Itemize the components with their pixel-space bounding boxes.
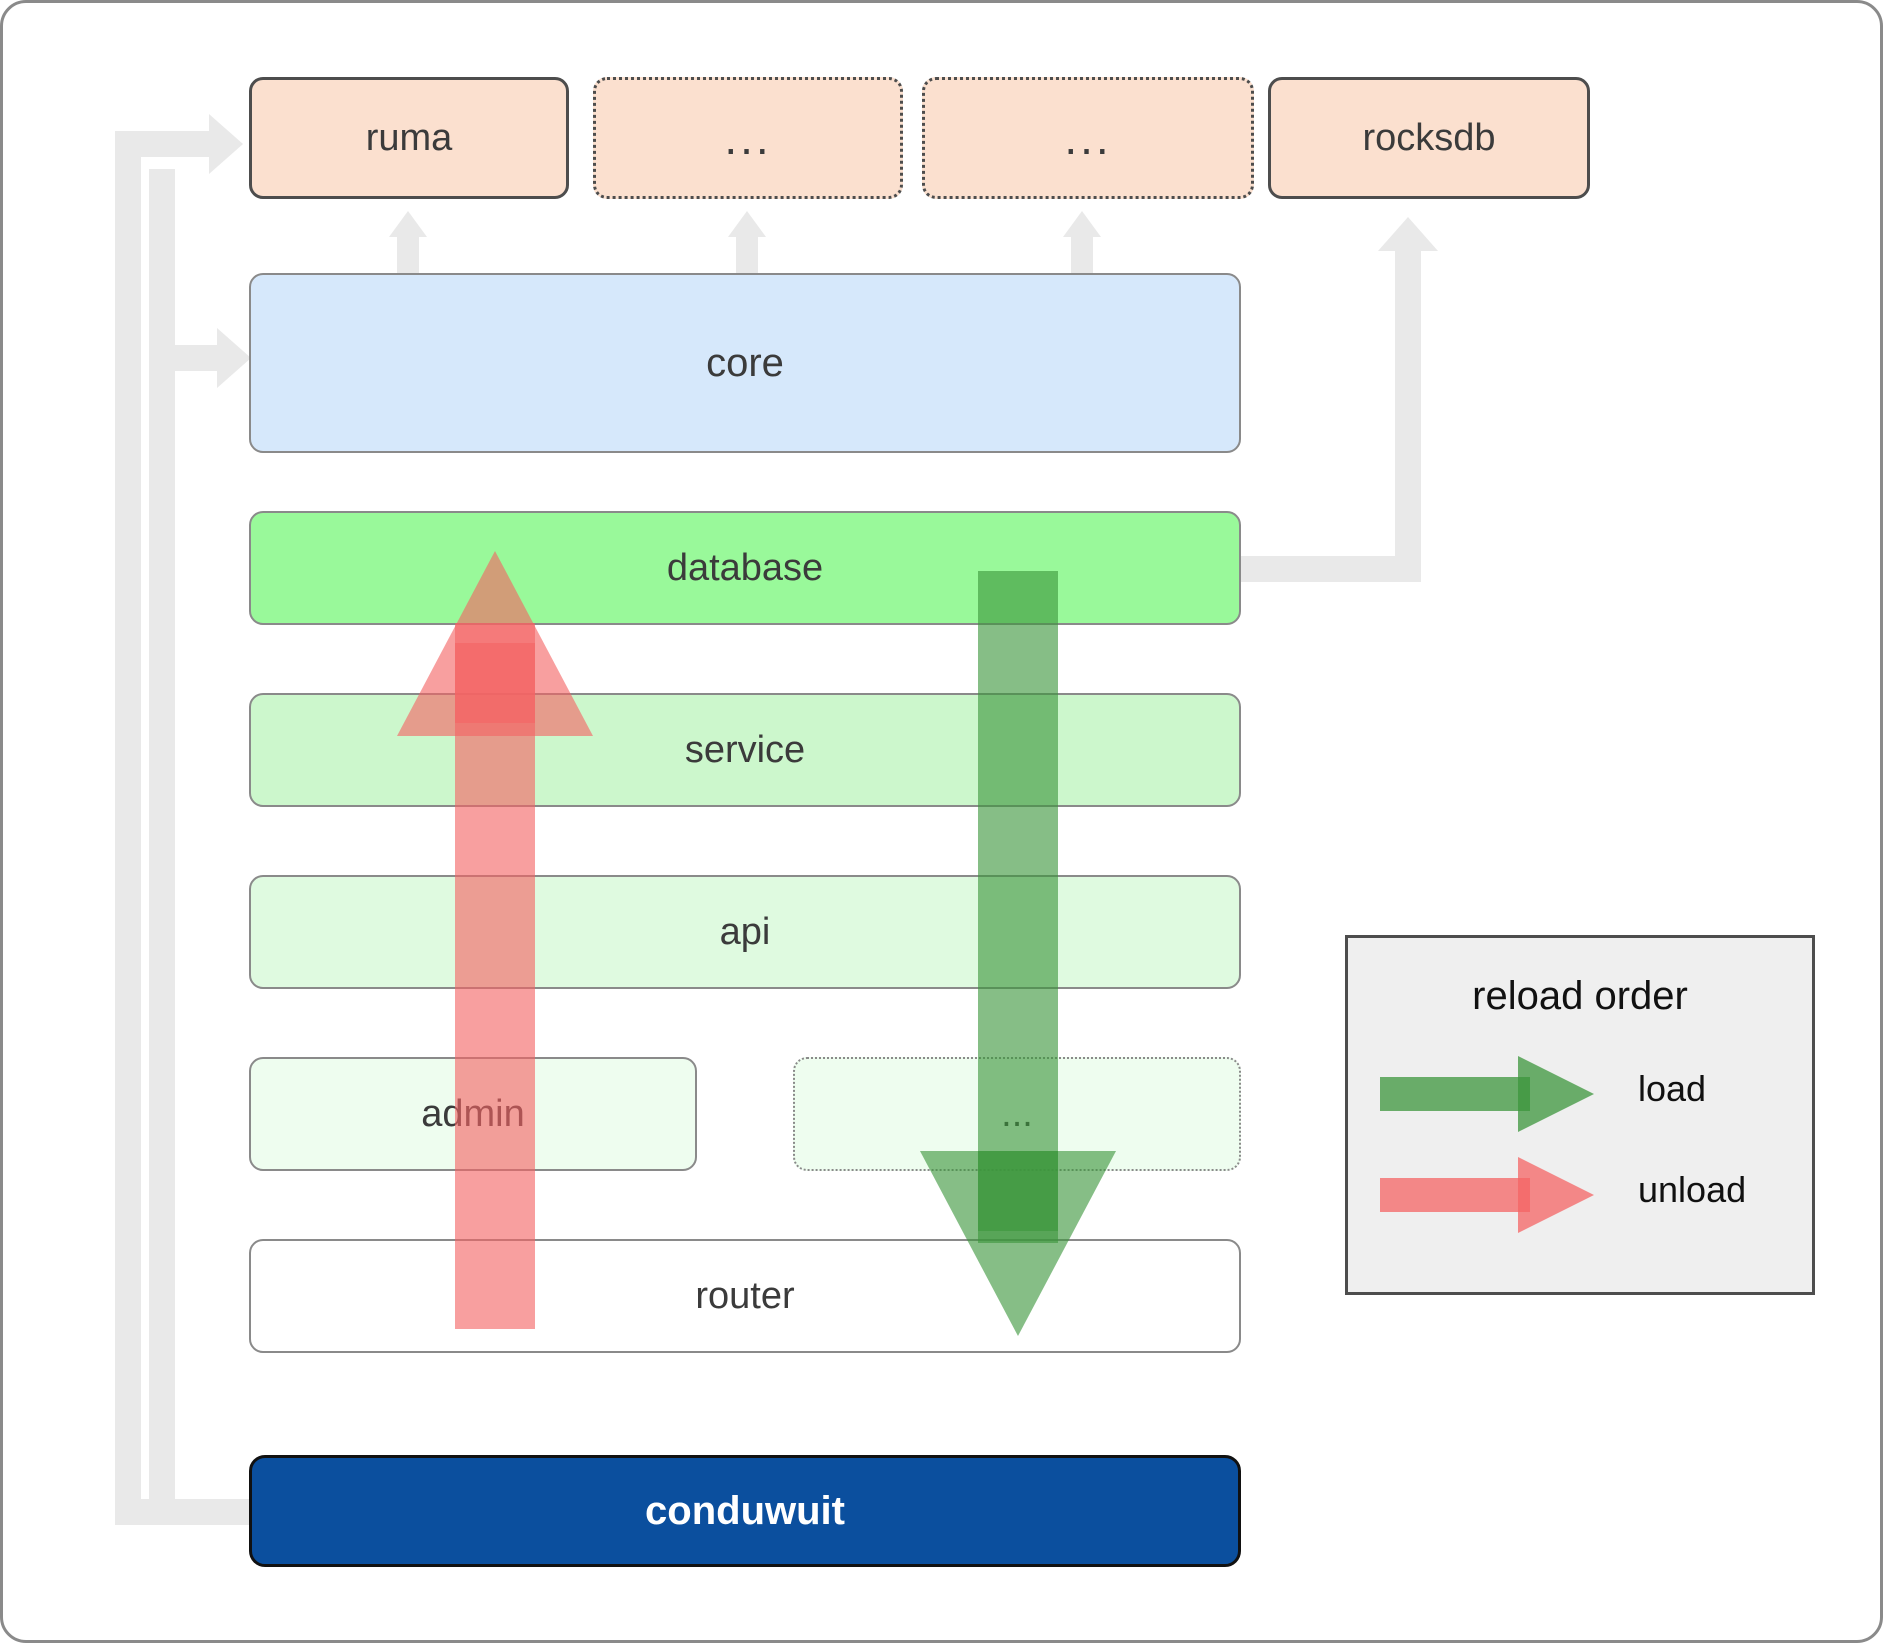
connector-arrow-into-rocksdb [1378, 217, 1438, 251]
legend-title: reload order [1472, 974, 1688, 1018]
core-box[interactable]: core [249, 273, 1241, 453]
dependency-box-rocksdb[interactable]: rocksdb [1268, 77, 1590, 199]
legend-unload-arrow-shaft [1380, 1178, 1530, 1212]
connector-arrow-core-to-dots1 [728, 211, 766, 237]
connector-core-to-ruma-shaft [397, 235, 419, 277]
unload-arrow-shaft [455, 623, 535, 1329]
core-label: core [706, 340, 784, 385]
connector-conduwuit-to-ruma-bottom [115, 1499, 255, 1525]
connector-arrow-into-ruma [209, 114, 243, 174]
legend-row-load: load [1348, 938, 1812, 1292]
legend-load-arrow-shaft [1380, 1077, 1530, 1111]
dependency-label-ellipsis-2: ... [1064, 111, 1112, 164]
legend-unload-label: unload [1638, 1169, 1747, 1210]
binary-box-conduwuit[interactable]: conduwuit [249, 1455, 1241, 1567]
crate-label-router: router [695, 1274, 795, 1317]
unload-arrow-shaft-upper [455, 643, 535, 723]
crate-box-service[interactable]: service [249, 693, 1241, 807]
dependency-label-ruma: ruma [365, 116, 453, 159]
connector-core-to-dots1-shaft [736, 235, 758, 277]
connector-conduwuit-to-ruma-vertical [115, 143, 141, 1525]
crate-label-api: api [719, 910, 771, 953]
dependency-box-ellipsis-2[interactable]: ... [922, 77, 1254, 199]
crate-box-api[interactable]: api [249, 875, 1241, 989]
connector-arrow-core-to-ruma [389, 211, 427, 237]
connector-database-to-rocksdb-horizontal [1241, 556, 1421, 582]
connector-branch-vertical [149, 169, 175, 1499]
binary-label-conduwuit: conduwuit [645, 1488, 845, 1533]
connector-core-to-dots2-shaft [1071, 235, 1093, 277]
crate-label-service: service [684, 728, 806, 771]
legend-load-label: load [1638, 1068, 1707, 1109]
crate-label-database: database [666, 546, 824, 589]
load-arrow-shaft-lower [978, 1151, 1058, 1231]
connector-database-to-rocksdb-vertical [1395, 251, 1421, 571]
load-arrow-shaft [978, 571, 1058, 1243]
dependency-box-ellipsis-1[interactable]: ... [593, 77, 903, 199]
connector-conduwuit-to-ruma-top [115, 131, 213, 157]
legend-panel: reload order load unload [1345, 935, 1815, 1295]
legend-load-arrow-head [1518, 1056, 1594, 1132]
dependency-box-ruma[interactable]: ruma [249, 77, 569, 199]
connector-branch-to-core [149, 345, 221, 371]
connector-arrow-core-to-dots2 [1063, 211, 1101, 237]
connector-arrow-into-core [217, 328, 251, 388]
legend-row-unload: unload [1348, 938, 1812, 1292]
legend-unload-arrow-head [1518, 1157, 1594, 1233]
dependency-label-rocksdb: rocksdb [1362, 116, 1496, 159]
dependency-label-ellipsis-1: ... [724, 111, 772, 164]
